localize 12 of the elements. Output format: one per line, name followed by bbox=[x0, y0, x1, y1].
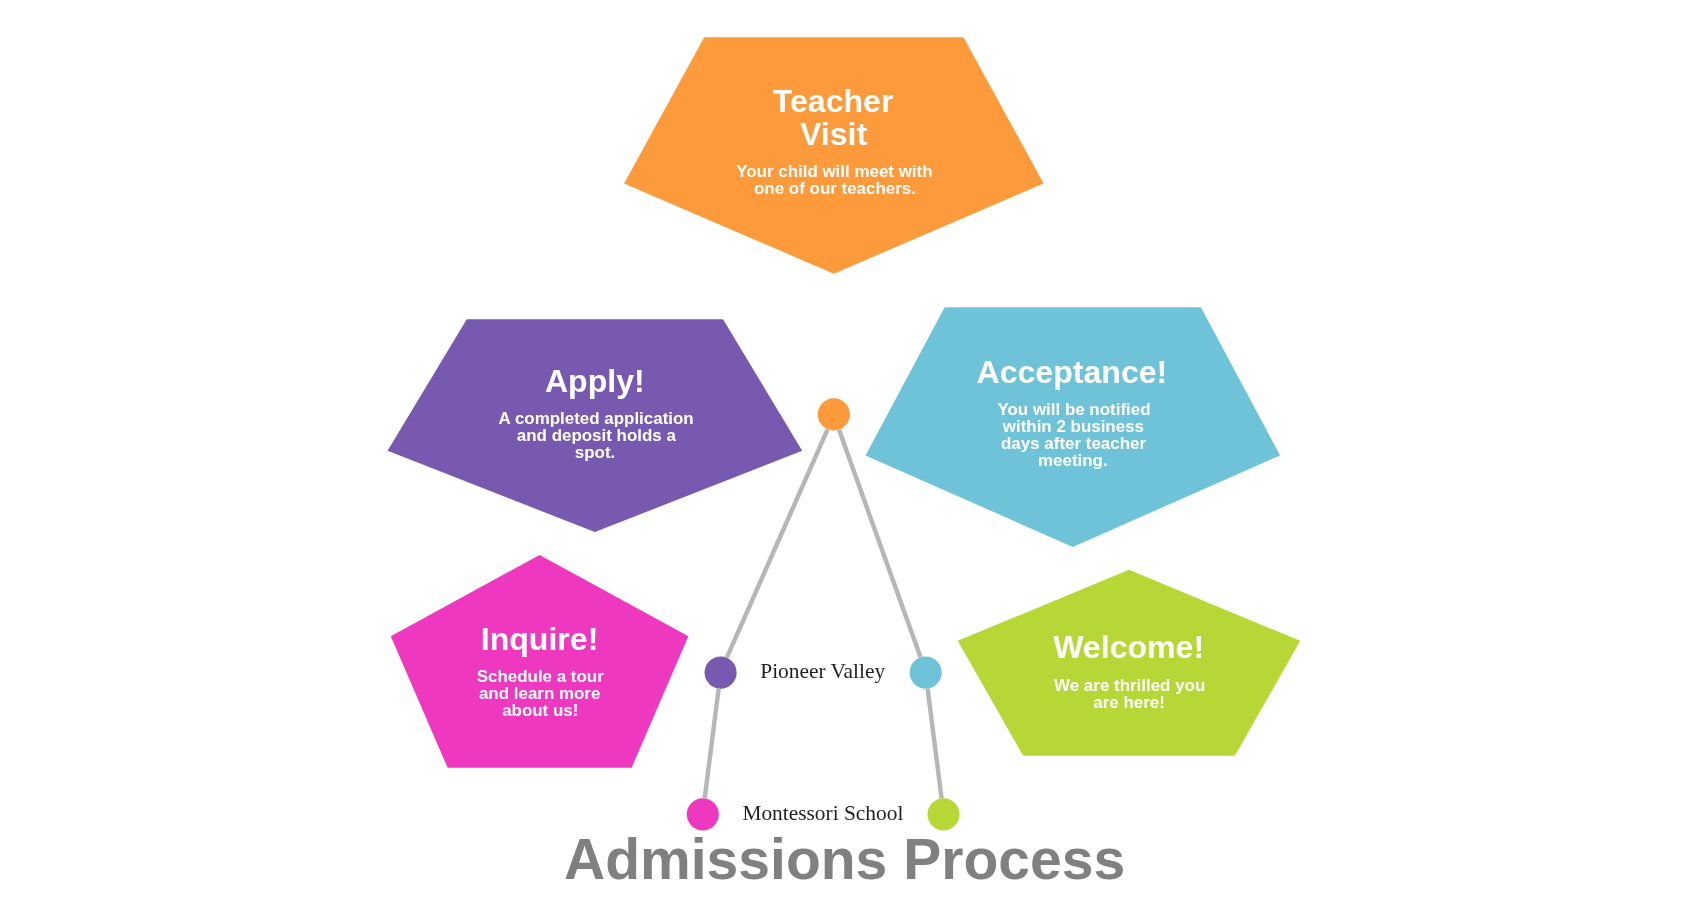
node-circle bbox=[704, 656, 737, 689]
node-circle bbox=[909, 656, 942, 689]
label: Montessori School bbox=[741, 800, 903, 825]
connector bbox=[836, 429, 923, 659]
node-circle bbox=[817, 398, 850, 431]
node-circle bbox=[926, 798, 960, 831]
label: Pioneer Valley bbox=[759, 659, 885, 684]
diagram-title: Admissions Process bbox=[563, 826, 1125, 891]
connector bbox=[702, 688, 721, 799]
connector bbox=[724, 428, 830, 659]
node-circle bbox=[686, 798, 719, 831]
connector bbox=[924, 688, 944, 799]
